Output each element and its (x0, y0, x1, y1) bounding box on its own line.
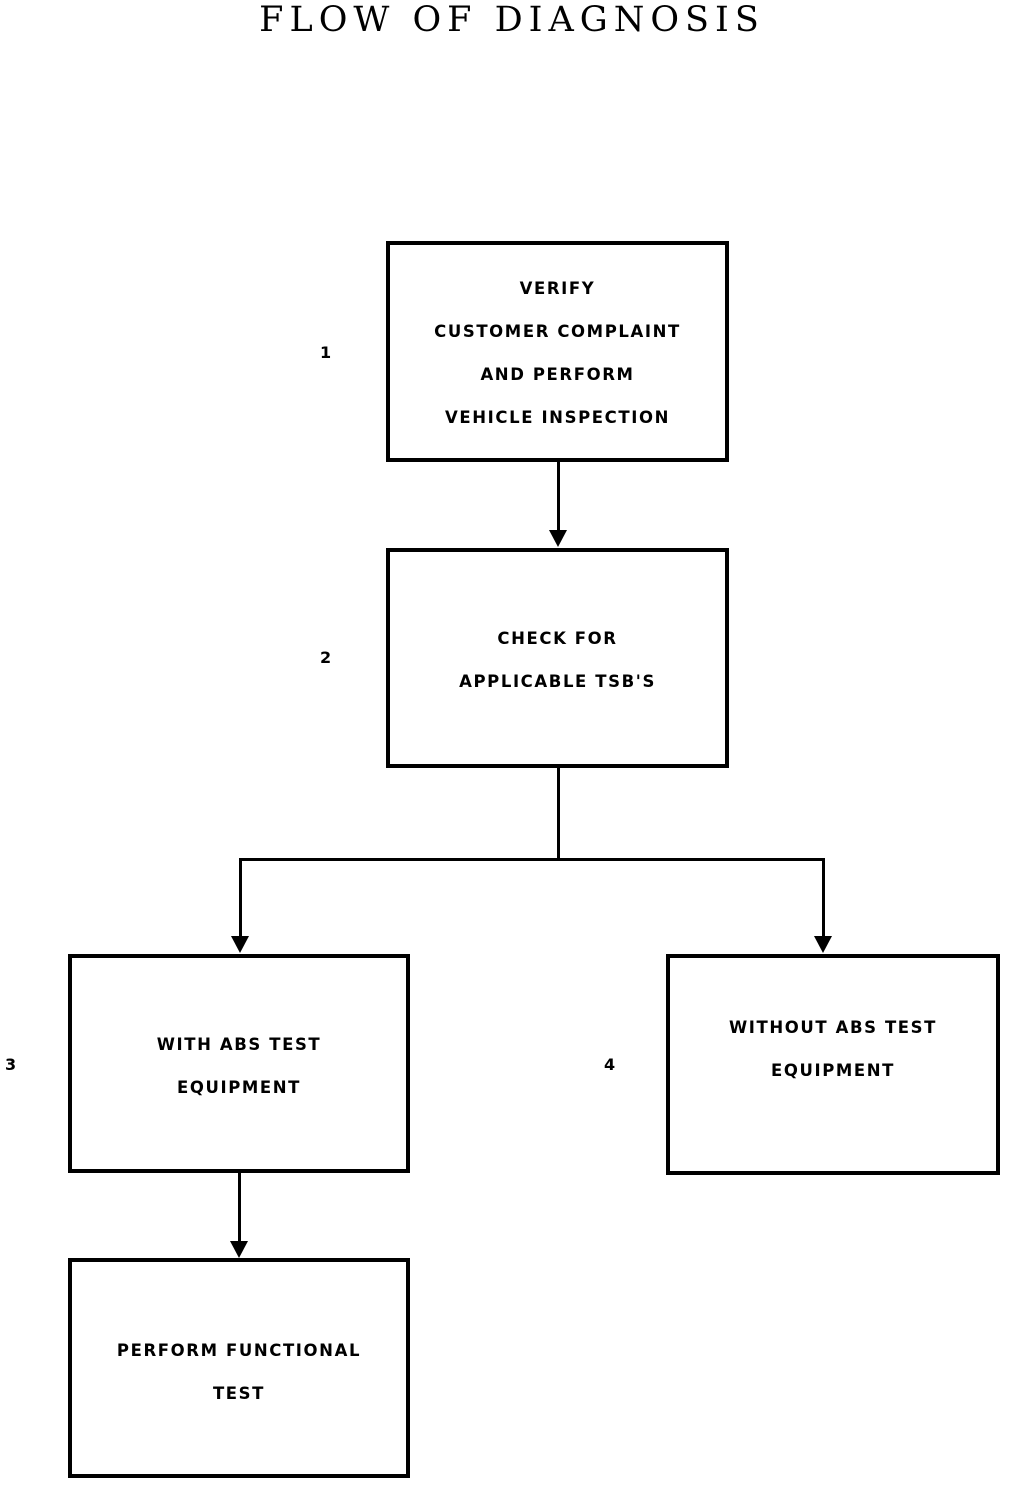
flow-box-line: CUSTOMER COMPLAINT (434, 321, 681, 341)
flow-box-line: EQUIPMENT (176, 1078, 302, 1097)
flow-box-line: CHECK FOR (497, 629, 618, 648)
flow-box-with-abs-equipment[interactable]: WITH ABS TEST EQUIPMENT (68, 954, 410, 1173)
step-number-2: 2 (320, 648, 332, 667)
connector-abs-to-functional-arrowhead (230, 1241, 248, 1258)
flow-box-line: AND PERFORM (480, 364, 635, 384)
flow-box-line: APPLICABLE TSB'S (459, 672, 656, 691)
flow-box-line: PERFORM FUNCTIONAL (116, 1341, 362, 1360)
flow-box-verify-complaint[interactable]: VERIFY CUSTOMER COMPLAINT AND PERFORM VE… (386, 241, 729, 462)
step-number-3: 3 (5, 1055, 17, 1074)
flow-box-line: WITH ABS TEST (156, 1035, 322, 1054)
connector-verify-to-tsb-arrowhead (549, 530, 567, 547)
flow-box-perform-functional-test[interactable]: PERFORM FUNCTIONAL TEST (68, 1258, 410, 1478)
flow-box-check-tsbs[interactable]: CHECK FOR APPLICABLE TSB'S (386, 548, 729, 768)
connector-split-bar (239, 858, 825, 861)
flow-box-line: VERIFY (519, 278, 596, 298)
connector-branch-right-arrowhead (814, 936, 832, 953)
connector-verify-to-tsb-line (557, 462, 560, 532)
flow-box-line: TEST (212, 1384, 266, 1403)
page-title: FLOW OF DIAGNOSIS (259, 0, 765, 40)
step-number-4: 4 (604, 1055, 616, 1074)
flow-box-without-abs-equipment[interactable]: WITHOUT ABS TEST EQUIPMENT (666, 954, 1000, 1175)
flow-box-line: EQUIPMENT (770, 1061, 896, 1080)
connector-branch-left-line (239, 858, 242, 938)
step-number-1: 1 (320, 343, 332, 362)
connector-branch-left-arrowhead (231, 936, 249, 953)
connector-branch-right-line (822, 858, 825, 938)
flow-box-line: WITHOUT ABS TEST (728, 1018, 938, 1037)
connector-tsb-trunk (557, 768, 560, 861)
connector-abs-to-functional-line (238, 1173, 241, 1243)
flow-box-line: VEHICLE INSPECTION (445, 407, 670, 427)
